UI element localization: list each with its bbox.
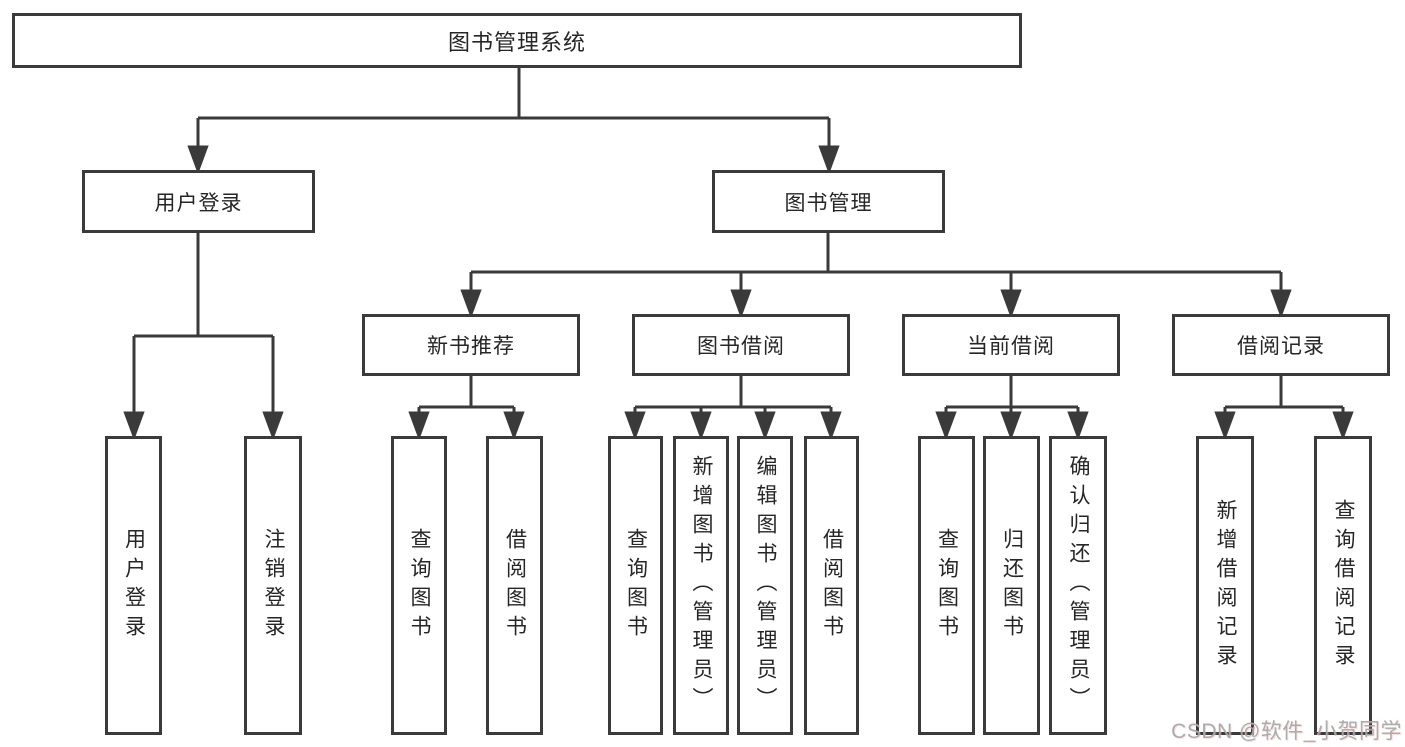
leaf-record-add-borrow-record: 新增借阅记录 bbox=[1196, 436, 1254, 735]
leaf-current-return-books: 归还图书 bbox=[983, 436, 1040, 735]
leaf-new-book-query-books: 查询图书 bbox=[391, 436, 447, 735]
arrowhead-icon bbox=[1332, 411, 1354, 441]
arrowhead-icon bbox=[408, 411, 430, 441]
connector-new-book-to-leaves bbox=[408, 376, 525, 441]
leaf-logout: 注销登录 bbox=[244, 436, 302, 735]
node-book-management: 图书管理 bbox=[712, 170, 945, 233]
connector-book-borrow-to-leaves bbox=[624, 376, 842, 441]
connector-user-login-to-leaves bbox=[123, 233, 284, 441]
arrowhead-icon bbox=[262, 411, 284, 441]
connector-current-borrow-to-leaves bbox=[935, 376, 1089, 441]
leaf-borrow-add-books-admin: 新增图书（管理员） bbox=[673, 436, 729, 735]
node-root-system: 图书管理系统 bbox=[12, 13, 1022, 68]
arrowhead-icon bbox=[1000, 411, 1022, 441]
node-new-book-recommend: 新书推荐 bbox=[362, 314, 580, 376]
arrowhead-icon bbox=[123, 411, 145, 441]
arrowhead-icon bbox=[690, 411, 712, 441]
arrowhead-icon bbox=[624, 411, 646, 441]
node-user-login: 用户登录 bbox=[82, 170, 315, 233]
arrowhead-icon bbox=[820, 411, 842, 441]
arrowhead-icon bbox=[1214, 411, 1236, 441]
arrowhead-icon bbox=[818, 145, 840, 175]
arrowhead-icon bbox=[503, 411, 525, 441]
arrowhead-icon bbox=[1067, 411, 1089, 441]
arrowhead-icon bbox=[1270, 289, 1292, 319]
leaf-current-confirm-return-admin: 确认归还（管理员） bbox=[1049, 436, 1107, 735]
leaf-borrow-edit-books-admin: 编辑图书（管理员） bbox=[737, 436, 793, 735]
node-book-borrow: 图书借阅 bbox=[632, 314, 850, 376]
arrowhead-icon bbox=[935, 411, 957, 441]
leaf-new-book-borrow-books: 借阅图书 bbox=[486, 436, 543, 735]
connector-borrow-record-to-leaves bbox=[1214, 376, 1354, 441]
node-borrow-record: 借阅记录 bbox=[1172, 314, 1390, 376]
arrowhead-icon bbox=[187, 145, 209, 175]
connector-root-to-level2 bbox=[187, 68, 840, 175]
leaf-user-login: 用户登录 bbox=[105, 436, 162, 735]
leaf-borrow-borrow-books: 借阅图书 bbox=[804, 436, 859, 735]
csdn-watermark: CSDN @软件_小贺同学 bbox=[1171, 720, 1402, 743]
connector-book-mgmt-to-level3 bbox=[460, 233, 1292, 319]
leaf-record-query-borrow-record: 查询借阅记录 bbox=[1314, 436, 1372, 735]
node-current-borrow: 当前借阅 bbox=[902, 314, 1120, 376]
arrowhead-icon bbox=[754, 411, 776, 441]
arrowhead-icon bbox=[730, 289, 752, 319]
leaf-borrow-query-books: 查询图书 bbox=[608, 436, 663, 735]
leaf-current-query-books: 查询图书 bbox=[918, 436, 975, 735]
arrowhead-icon bbox=[1000, 289, 1022, 319]
arrowhead-icon bbox=[460, 289, 482, 319]
